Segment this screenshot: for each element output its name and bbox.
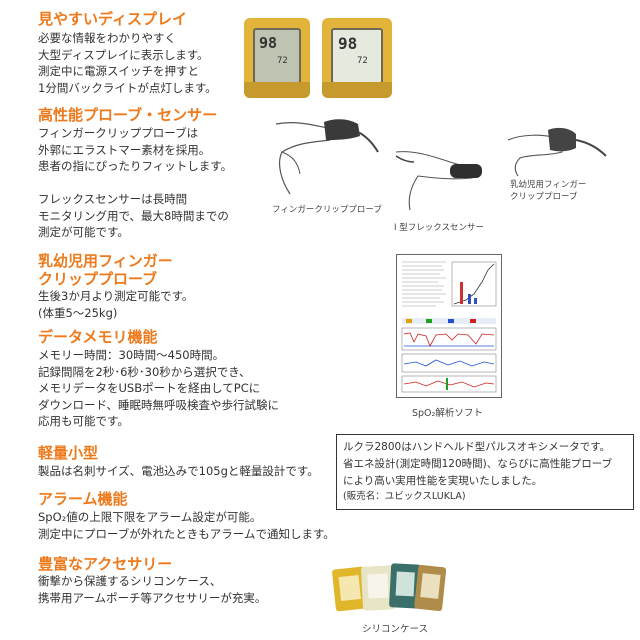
spo2-value: 98 (259, 34, 278, 52)
text-infant-probe: 生後3か月より測定可能です。 (体重5〜25kg) (38, 289, 194, 320)
heading-data-memory: データメモリ機能 (38, 328, 158, 346)
caption-software: SpO₂解析ソフト (412, 408, 483, 419)
caption-silicone: シリコンケース (362, 624, 429, 635)
caption-finger-clip: フィンガークリッププローブ (272, 205, 382, 215)
oximeter-photo-dark: 98 72 (244, 18, 310, 98)
heading-display: 見やすいディスプレイ (38, 10, 187, 28)
text-display: 必要な情報をわかりやすく 大型ディスプレイに表示します。 測定中に電源スイッチを… (38, 31, 217, 95)
caption-infant-probe: 乳幼児用フィンガー クリッププローブ (510, 180, 587, 202)
product-info-text: ルクラ2800はハンドヘルド型パルスオキシメータです。 省エネ設計(測定時間12… (343, 441, 613, 487)
oximeter-photo-lit: 98 72 (322, 18, 392, 98)
heading-accessories: 豊富なアクセサリー (38, 555, 173, 573)
text-probe: フィンガークリッププローブは 外郭にエラストマー素材を採用。 患者の指にぴったり… (38, 126, 233, 239)
text-accessories: 衝撃から保護するシリコンケース、 携帯用アームポーチ等アクセサリーが充実。 (38, 574, 267, 605)
heading-infant-probe: 乳幼児用フィンガー クリッププローブ (38, 252, 173, 288)
text-lightweight: 製品は名刺サイズ、電池込みで105gと軽量設計です。 (38, 464, 319, 478)
text-data-memory: メモリー時間：30時間〜450時間。 記録間隔を2秒･6秒･30秒から選択でき、… (38, 348, 280, 428)
spo2-value-lit: 98 (338, 34, 358, 53)
pulse-value: 72 (277, 56, 288, 66)
infant-probe-illustration (507, 127, 607, 177)
spo2-software-report-image (396, 254, 502, 398)
seller-name: (販売名：ユビックスLUKLA) (343, 491, 466, 502)
heading-lightweight: 軽量小型 (38, 444, 99, 462)
flex-sensor-illustration (395, 151, 482, 211)
text-alarm: SpO₂値の上限下限をアラーム設定が可能。 測定中にプローブが外れたときもアラー… (38, 510, 335, 541)
product-info-box: ルクラ2800はハンドヘルド型パルスオキシメータです。 省エネ設計(測定時間12… (336, 434, 634, 510)
heading-alarm: アラーム機能 (38, 490, 128, 508)
heading-probe: 高性能プローブ・センサー (38, 106, 218, 124)
pulse-value-lit: 72 (357, 56, 368, 66)
silicone-cases-photo (332, 563, 446, 612)
caption-flex-sensor: I 型フレックスセンサー (394, 223, 484, 233)
finger-clip-probe-illustration (275, 119, 379, 195)
